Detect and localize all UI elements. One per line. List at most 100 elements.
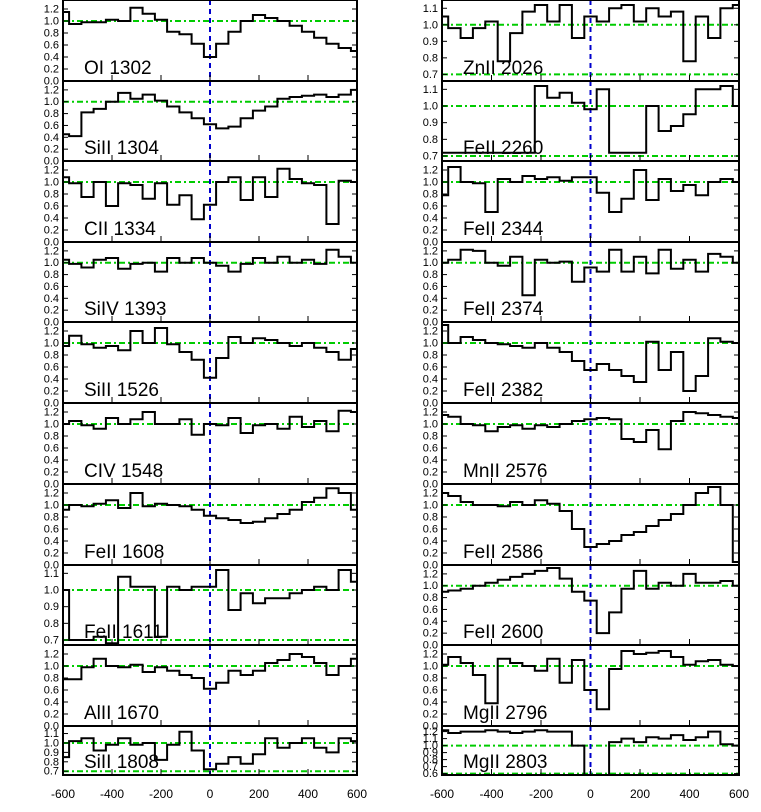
panel-17-y-tick-label: 0.4 <box>423 536 438 548</box>
panel-19-species-label: MgII 2796 <box>463 703 548 724</box>
panel-3-y-tick-label: 0.8 <box>44 189 59 201</box>
panel-9-species-label: AlII 1670 <box>84 703 159 724</box>
panel-9-y-tick-label: 0.8 <box>44 673 59 685</box>
panel-5-species-label: SiII 1526 <box>84 380 159 401</box>
column-1-x-tick-label: 400 <box>298 787 318 801</box>
panel-20-y-tick-label: 1.2 <box>423 726 438 738</box>
panel-15-y-tick-label: 0.0 <box>423 398 438 410</box>
panel-13-y-tick-label: 0.8 <box>423 189 438 201</box>
panel-7-y-tick-label: 0.6 <box>44 524 59 536</box>
panel-17-species-label: FeII 2586 <box>463 542 543 563</box>
panel-5-y-tick-label: 0.6 <box>44 362 59 374</box>
panel-11-y-tick-label: 0.9 <box>423 36 438 48</box>
panel-4-y-tick-label: 0.6 <box>44 281 59 293</box>
column-2-x-tick-label: -400 <box>479 787 503 801</box>
panel-1-spectrum <box>63 6 357 58</box>
panel-16-spectrum <box>442 411 739 451</box>
panel-8-y-tick-label: 0.8 <box>44 618 59 630</box>
panel-8-y-tick-label: 1.0 <box>44 585 59 597</box>
column-1-x-tick-label: -400 <box>100 787 124 801</box>
panel-2-species-label: SiII 1304 <box>84 138 159 159</box>
panel-10-y-tick-label: 0.9 <box>44 747 59 759</box>
panel-7-y-tick-label: 1.0 <box>44 500 59 512</box>
panel-13-y-tick-label: 1.0 <box>423 177 438 189</box>
panel-7-y-tick-label: 0.4 <box>44 536 59 548</box>
panel-6-y-tick-label: 1.0 <box>44 419 59 431</box>
panel-6-y-tick-label: 0.4 <box>44 455 59 467</box>
panel-12-y-tick-label: 0.9 <box>423 117 438 129</box>
panel-17-y-tick-label: 1.0 <box>423 500 438 512</box>
panel-20-y-tick-label: 1.0 <box>423 740 438 752</box>
column-2-x-tick-label: 600 <box>729 787 749 801</box>
panel-12-y-tick-label: 1.1 <box>423 84 438 96</box>
panel-9-y-tick-label: 0.0 <box>44 721 59 733</box>
panel-20-y-tick-label: 0.6 <box>423 768 438 780</box>
panel-16-y-tick-label: 1.0 <box>423 419 438 431</box>
panel-6-y-tick-label: 0.0 <box>44 479 59 491</box>
panel-9-y-tick-label: 1.2 <box>44 649 59 661</box>
panel-9-spectrum <box>63 653 357 690</box>
panel-12-y-tick-label: 0.8 <box>423 134 438 146</box>
panel-4-y-tick-label: 0.0 <box>44 317 59 329</box>
panel-15-y-tick-label: 0.8 <box>423 350 438 362</box>
panel-20-y-tick-label: 0.9 <box>423 747 438 759</box>
panel-18-y-tick-label: 0.0 <box>423 640 438 652</box>
panel-11-y-tick-label: 0.7 <box>423 69 438 81</box>
panel-17-y-tick-label: 0.2 <box>423 548 438 560</box>
panel-15-y-tick-label: 1.2 <box>423 326 438 338</box>
panel-14-y-tick-label: 0.0 <box>423 317 438 329</box>
panel-7-y-tick-label: 0.2 <box>44 548 59 560</box>
panel-17-y-tick-label: 0.0 <box>423 560 438 572</box>
panel-1-y-tick-label: 0.0 <box>44 76 59 88</box>
panel-16-y-tick-label: 0.8 <box>423 431 438 443</box>
panel-5-y-tick-label: 0.4 <box>44 374 59 386</box>
panel-1-species-label: OI 1302 <box>84 58 152 79</box>
panel-9-y-tick-label: 1.0 <box>44 661 59 673</box>
panel-8-species-label: FeII 1611 <box>84 622 163 643</box>
panel-6-y-tick-label: 0.2 <box>44 467 59 479</box>
panel-1-y-tick-label: 0.6 <box>44 40 59 52</box>
panel-3-y-tick-label: 0.0 <box>44 237 59 249</box>
panel-16-y-tick-label: 1.2 <box>423 407 438 419</box>
panel-14-species-label: FeII 2374 <box>463 299 544 320</box>
panel-2-y-tick-label: 0.2 <box>44 144 59 156</box>
panel-19-y-tick-label: 0.6 <box>423 685 438 697</box>
panel-5-y-tick-label: 1.2 <box>44 326 59 338</box>
column-2-x-tick-label: 200 <box>630 787 650 801</box>
panel-5-y-tick-label: 1.0 <box>44 338 59 350</box>
panel-7-y-tick-label: 0.8 <box>44 512 59 524</box>
panel-14-y-tick-label: 0.8 <box>423 269 438 281</box>
panel-1-y-tick-label: 0.2 <box>44 64 59 76</box>
panel-8-y-tick-label: 0.9 <box>44 601 59 613</box>
panel-12-y-tick-label: 1.0 <box>423 101 438 113</box>
panel-2-y-tick-label: 1.2 <box>44 84 59 96</box>
panel-4-y-tick-label: 1.0 <box>44 257 59 269</box>
panel-10-y-tick-label: 1.1 <box>44 728 59 740</box>
panel-13-y-tick-label: 1.2 <box>423 165 438 177</box>
panel-12-y-tick-label: 0.7 <box>423 151 438 163</box>
panel-14-y-tick-label: 1.0 <box>423 257 438 269</box>
panel-17-y-tick-label: 1.2 <box>423 488 438 500</box>
column-1-x-tick-label: 0 <box>207 787 214 801</box>
panel-17-y-tick-label: 0.6 <box>423 524 438 536</box>
panel-17-y-tick-label: 0.8 <box>423 512 438 524</box>
panel-19-y-tick-label: 0.0 <box>423 721 438 733</box>
panel-10-y-tick-label: 0.7 <box>44 766 59 778</box>
panel-13-y-tick-label: 0.0 <box>423 237 438 249</box>
column-2-x-tick-label: -600 <box>430 787 454 801</box>
panel-16-y-tick-label: 0.2 <box>423 467 438 479</box>
panel-2-y-tick-label: 0.6 <box>44 120 59 132</box>
panel-11-species-label: ZnII 2026 <box>463 58 543 79</box>
panel-14-y-tick-label: 0.2 <box>423 305 438 317</box>
panel-8-y-tick-label: 0.7 <box>44 635 59 647</box>
panel-3-y-tick-label: 0.6 <box>44 201 59 213</box>
panel-9-y-tick-label: 0.4 <box>44 697 59 709</box>
panel-15-spectrum <box>442 324 739 392</box>
panel-9-y-tick-label: 0.2 <box>44 709 59 721</box>
column-2-x-tick-label: 400 <box>679 787 699 801</box>
column-1-x-tick-label: 200 <box>249 787 269 801</box>
panel-13-y-tick-label: 0.4 <box>423 213 438 225</box>
panel-18-y-tick-label: 1.2 <box>423 568 438 580</box>
